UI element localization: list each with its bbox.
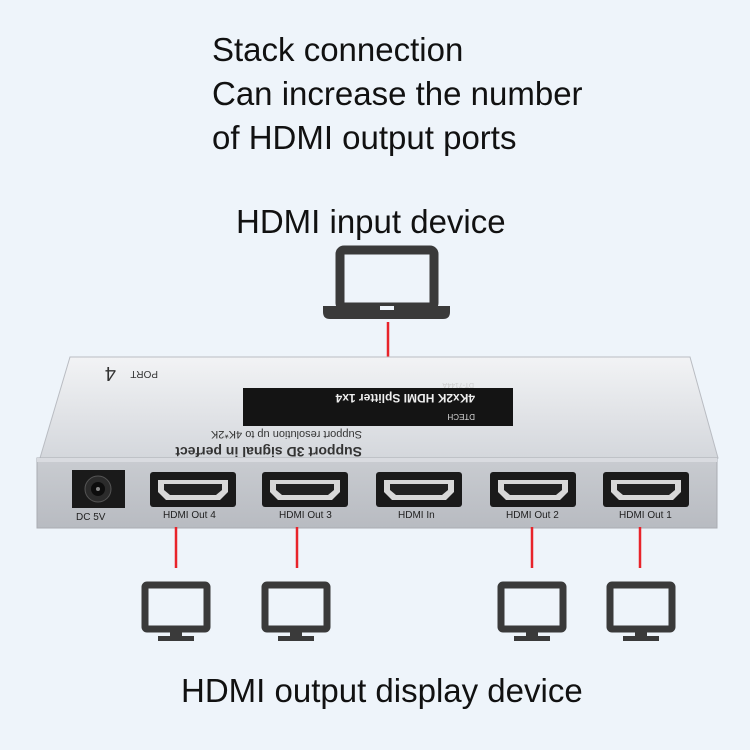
hdmi-out-1-port [603,472,689,507]
hdmi-out-1-label: HDMI Out 1 [619,510,672,521]
device-port-number: 4 [105,362,116,384]
hdmi-out-3-port [262,472,348,507]
splitter-device: DTECH 4Kx2K HDMI Splitter 1x4 DT-7144A S… [36,356,719,529]
headline: Stack connection Can increase the number… [212,28,583,160]
monitor-icon [141,581,211,641]
headline-line-3: of HDMI output ports [212,119,517,156]
device-port-mark: PORT [130,368,158,379]
device-model: DT-7144A [442,381,474,388]
headline-line-2: Can increase the number [212,75,583,112]
hdmi-out-3-label: HDMI Out 3 [279,510,332,521]
device-feature-line-2: Support resolution up to 4K*2K [210,428,362,440]
device-product-name: 4Kx2K HDMI Splitter 1x4 [335,391,475,405]
dc-power-jack [72,470,125,508]
device-brand: DTECH [447,412,475,421]
hdmi-in-port [376,472,462,507]
monitor-icon [261,581,331,641]
output-device-label: HDMI output display device [181,672,583,709]
hdmi-out-4-port [150,472,236,507]
device-feature-line-1: Support 3D signal in perfect [175,444,362,460]
monitor-icon [497,581,567,641]
hdmi-in-label: HDMI In [398,510,435,521]
input-device-label: HDMI input device [236,203,506,240]
hdmi-out-4-label: HDMI Out 4 [163,510,216,521]
monitor-icon [606,581,676,641]
hdmi-out-2-port [490,472,576,507]
headline-line-1: Stack connection [212,31,464,68]
device-label-plate [243,388,513,426]
hdmi-out-2-label: HDMI Out 2 [506,510,559,521]
laptop-icon [323,245,450,319]
dc-port-label: DC 5V [76,512,106,523]
